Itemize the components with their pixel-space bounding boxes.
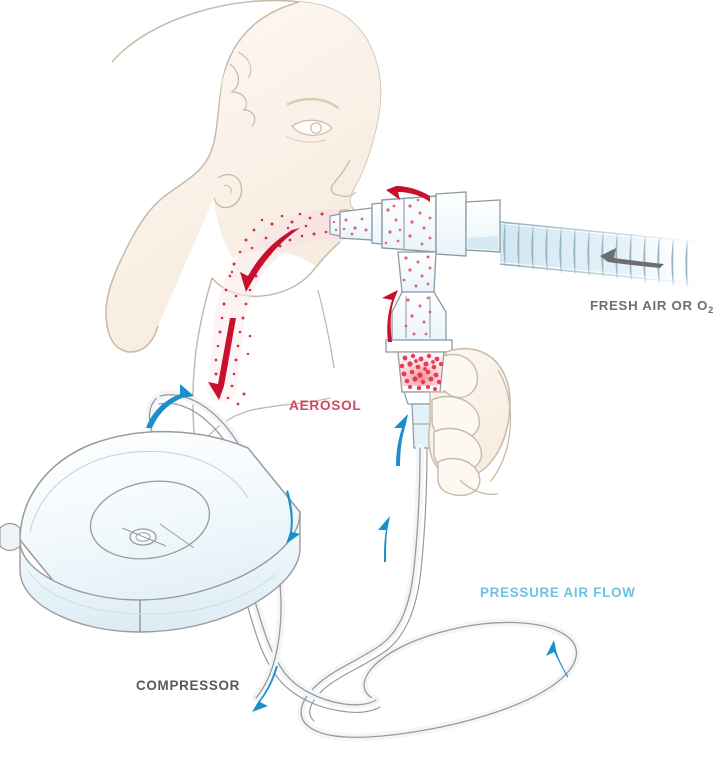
fresh-air-label: FRESH AIR OR O2 [590,298,714,315]
airway-aerosol-trail [207,209,347,406]
patient-head [105,0,382,453]
nebulizer-assembly [329,186,501,449]
compressor-unit [0,430,301,633]
compressor-label: COMPRESSOR [136,678,241,693]
air-flow-arrows [146,384,568,712]
air-flow-arrow-tube-down-right [286,490,300,544]
hand [427,347,512,497]
aerosol-label: AEROSOL [289,398,362,413]
air-flow-arrow-riser-low [378,516,390,562]
port-recess [89,480,211,560]
fresh-air-intake-arrow [600,248,664,268]
air-flow-arrow-loop [546,640,568,678]
air-flow-arrow-compressor-out [146,384,194,428]
mouthpiece-barrel [339,207,373,241]
air-flow-arrow-tube-down-left [252,666,278,712]
medication-droplets [399,353,444,391]
t-piece-chamber [381,195,437,253]
airway-upper-arrow [240,228,300,292]
fresh-air-subscript: 2 [708,305,714,315]
airway-lower-arrow [208,318,236,400]
nebulizer-cap-ring [385,339,453,353]
aerosol-rise-arrow [382,290,398,342]
mouthpiece-tip [329,213,341,237]
corrugated-hose [499,221,701,287]
chamber-aerosol [332,198,432,336]
fresh-air-text: FRESH AIR OR O [590,298,709,313]
aerosol-inhale-arrow [386,186,430,202]
pressure-air-flow-label: PRESSURE AIR FLOW [480,585,636,600]
air-flow-arrow-riser-high [394,414,408,466]
